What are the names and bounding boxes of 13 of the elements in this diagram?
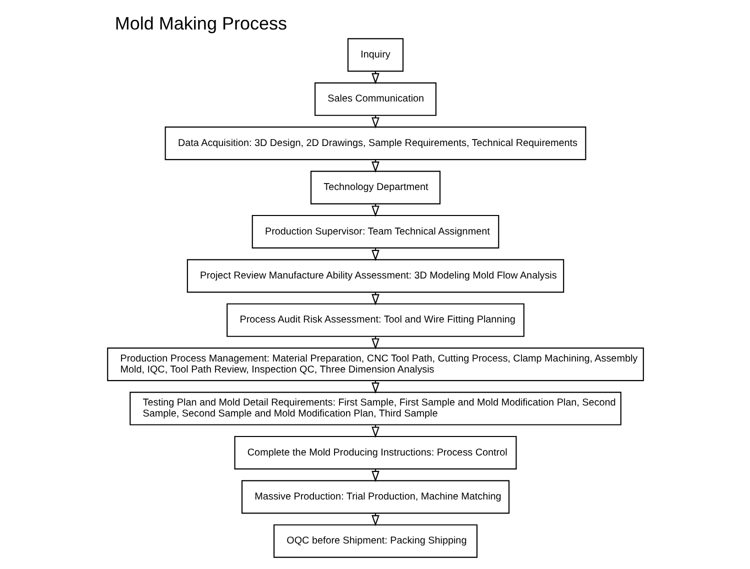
- node-box: Inquiry: [346, 38, 404, 72]
- node-box: Process Audit Risk Assessment: Tool and Wire Fitting Planning: [226, 303, 524, 337]
- node-box: Technology Department: [310, 170, 440, 204]
- node-box: Testing Plan and Mold Detail Requirements: First Sample, First Sample and Mold Modification Plan, Second Sample, Second Sample and Mold Modification Plan, Third Sample: [129, 392, 621, 426]
- diagram-title: Mold Making Process: [114, 14, 287, 34]
- node-box: Data Acquisition: 3D Design, 2D Drawings, Sample Requirements, Technical Requirements: [164, 126, 586, 160]
- node-box: Production Supervisor: Team Technical Assignment: [251, 214, 499, 248]
- node-box: Complete the Mold Producing Instructions: Process Control: [234, 436, 516, 470]
- node-box: OQC before Shipment: Packing Shipping: [272, 524, 478, 558]
- node-box: Project Review Manufacture Ability Assessment: 3D Modeling Mold Flow Analysis: [186, 259, 564, 293]
- node-box: Massive Production: Trial Production, Machine Matching: [240, 480, 510, 514]
- node-box: Sales Communication: [314, 82, 436, 116]
- node-box: Production Process Management: Material Preparation, CNC Tool Path, Cutting Process, Clamp Machining, Assembly Mold, IQC, Tool Path Review, Inspection QC, Three Dimension Analysis: [106, 348, 644, 382]
